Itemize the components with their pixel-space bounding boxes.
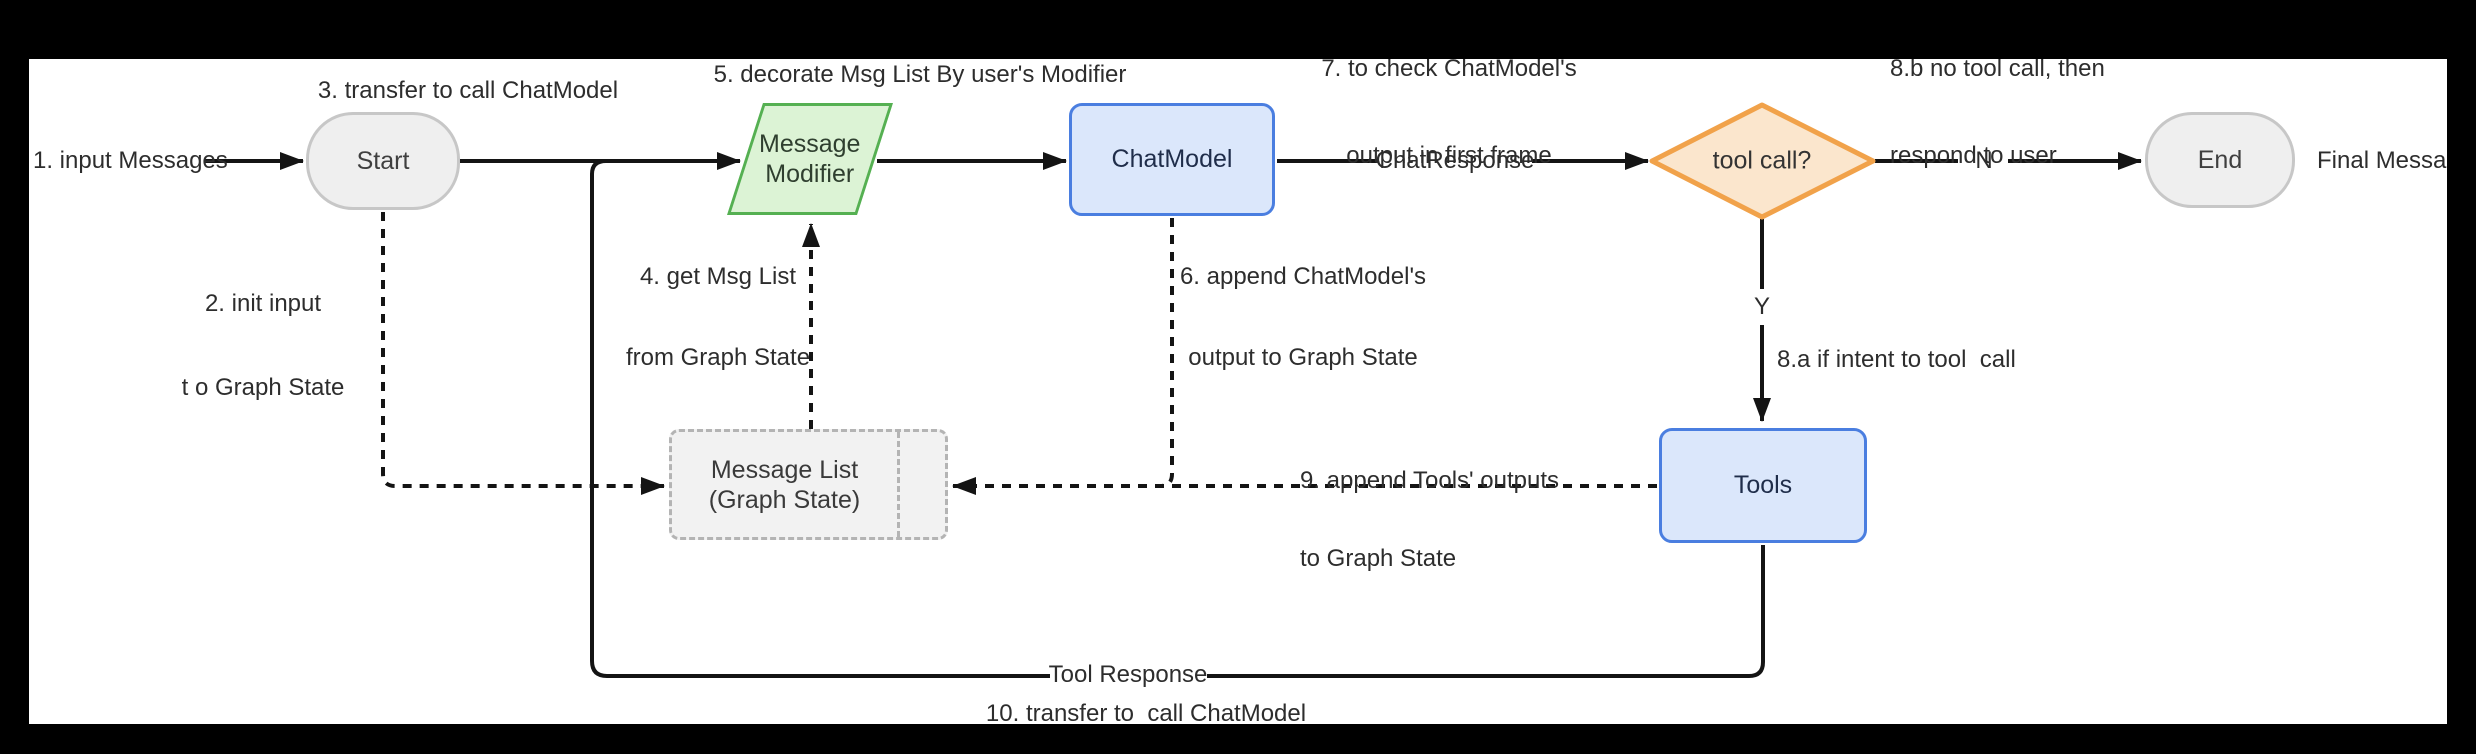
start-node-label: Start [356, 146, 410, 175]
end-node-label: End [2197, 145, 2243, 174]
label-branch-y: Y [1753, 293, 1771, 320]
tools-node-label: Tools [1733, 471, 1793, 499]
letterbox-bottom [0, 724, 2476, 754]
end-node: End [2145, 112, 2295, 208]
message-list-label: Message List (Graph State) [708, 455, 861, 514]
label-no-tool-call: 8.b no tool call, then respond to user [1890, 55, 2105, 169]
edge-start-to-message-list [381, 212, 665, 495]
label-decorate-msg-list: 5. decorate Msg List By user's Modifier [713, 61, 1127, 88]
letterbox-left [0, 0, 29, 754]
message-list-node: Message List (Graph State) [669, 429, 948, 540]
chatmodel-node: ChatModel [1069, 103, 1275, 216]
label-chat-response: ChatResponse [1375, 147, 1535, 174]
label-intent-tool-call: 8.a if intent to tool call [1777, 346, 2016, 373]
label-transfer-back: 10. transfer to call ChatModel [985, 700, 1307, 727]
label-check-output: 7. to check ChatModel's output in first … [1321, 55, 1577, 169]
label-append-chatmodel: 6. append ChatModel's output to Graph St… [1179, 263, 1427, 371]
chatmodel-node-label: ChatModel [1111, 145, 1233, 173]
letterbox-top [0, 0, 2476, 59]
start-node: Start [306, 112, 460, 210]
label-get-msg-list: 4. get Msg List from Graph State [625, 263, 811, 371]
label-branch-n: N [1975, 147, 1993, 174]
label-transfer-to-chatmodel: 3. transfer to call ChatModel [317, 77, 619, 104]
message-list-stack-divider [897, 432, 900, 537]
letterbox-right [2447, 0, 2476, 754]
tool-call-diamond [1649, 102, 1876, 220]
tools-node: Tools [1659, 428, 1867, 543]
tool-call-label: tool call? [1712, 146, 1812, 175]
label-input-messages: 1. input Messages [33, 147, 228, 174]
edge-tools-feedback-left [590, 159, 1050, 678]
edge-tools-feedback-right [1207, 545, 1765, 678]
label-init-input: 2. init input t o Graph State [181, 290, 345, 401]
label-append-tools: 9. append Tools' outputs to Graph State [1300, 467, 1560, 572]
edge-chatmodel-to-message-list [1159, 218, 1174, 488]
label-tool-response: Tool Response [1048, 661, 1208, 688]
